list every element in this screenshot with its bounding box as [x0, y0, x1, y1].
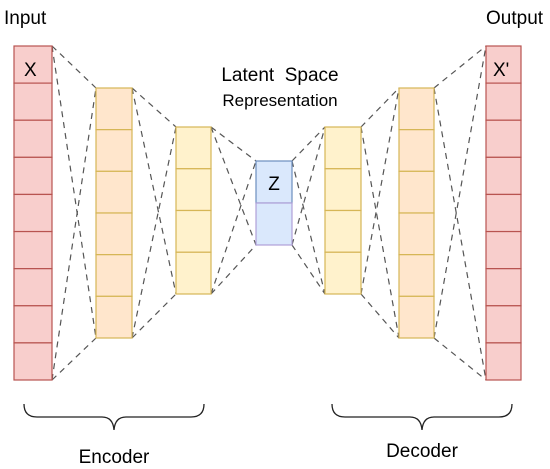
- connector-line: [51, 45, 97, 89]
- input-cell: [13, 305, 53, 344]
- connector-line: [291, 126, 326, 246]
- input-label: Input: [4, 8, 47, 29]
- output-cell: [485, 268, 522, 307]
- decoder-hidden-2-cell: [398, 129, 435, 172]
- latent-layer: [255, 160, 293, 246]
- input-cell: [13, 156, 53, 196]
- connector-line: [433, 87, 487, 381]
- decoder-hidden-1-cell: [324, 251, 362, 295]
- decoder-hidden-2-cell: [398, 212, 435, 256]
- encoder-hidden-2-cell: [175, 209, 212, 253]
- connector-line: [131, 87, 177, 128]
- encoder-brace: [23, 403, 205, 431]
- connector-line: [51, 337, 97, 381]
- connector-line: [433, 45, 487, 339]
- connector-line: [51, 87, 97, 381]
- decoder-hidden-1-cell: [324, 168, 362, 212]
- latent-space-title: Latent Space: [221, 65, 338, 86]
- input-cell: [13, 119, 53, 158]
- decoder-hidden-layer-2: [398, 87, 435, 339]
- input-cell: [13, 268, 53, 307]
- output-cell: [485, 230, 522, 270]
- connector-lines: [51, 45, 487, 381]
- encoder-hidden-2-cell: [175, 251, 212, 295]
- input-layer: [13, 45, 53, 381]
- encoder-hidden-1-cell: [95, 212, 133, 256]
- decoder-hidden-1-cell: [324, 126, 362, 170]
- connector-line: [433, 337, 487, 381]
- encoder-hidden-1-cell: [95, 87, 133, 131]
- z-label: Z: [268, 174, 280, 195]
- connector-line: [360, 87, 400, 295]
- decoder-hidden-2-cell: [398, 170, 435, 214]
- output-cell: [485, 119, 522, 158]
- output-cell: [485, 305, 522, 344]
- encoder-hidden-2-cell: [175, 168, 212, 212]
- encoder-hidden-1-cell: [95, 295, 133, 339]
- connector-line: [291, 244, 326, 295]
- input-cell: [13, 193, 53, 233]
- decoder-hidden-layer-1: [324, 126, 362, 295]
- encoder-label: Encoder: [79, 447, 150, 468]
- output-cell: [485, 193, 522, 233]
- decoder-brace: [331, 403, 513, 431]
- connector-line: [360, 126, 400, 339]
- latent-cell: [255, 202, 293, 246]
- input-cell: [13, 342, 53, 381]
- connector-line: [433, 45, 487, 89]
- x-label: X: [24, 60, 37, 81]
- decoder-label: Decoder: [386, 441, 458, 462]
- encoder-hidden-1-cell: [95, 254, 133, 297]
- encoder-hidden-layer-2: [175, 126, 212, 295]
- output-cell: [485, 342, 522, 381]
- connector-line: [360, 87, 400, 128]
- encoder-hidden-1-cell: [95, 129, 133, 172]
- input-cell: [13, 230, 53, 270]
- output-layer: [485, 45, 522, 381]
- x-prime-label: X': [493, 60, 509, 81]
- decoder-hidden-2-cell: [398, 87, 435, 131]
- connector-line: [360, 293, 400, 339]
- encoder-hidden-2-cell: [175, 126, 212, 170]
- connector-line: [210, 244, 257, 295]
- connector-line: [291, 126, 326, 162]
- connector-line: [131, 293, 177, 339]
- connector-line: [291, 160, 326, 295]
- decoder-hidden-2-cell: [398, 254, 435, 297]
- latent-cell: [255, 160, 293, 204]
- connector-line: [210, 126, 257, 162]
- output-cell: [485, 156, 522, 196]
- encoder-hidden-layer-1: [95, 87, 133, 339]
- decoder-hidden-2-cell: [398, 295, 435, 339]
- output-label: Output: [486, 8, 544, 29]
- latent-space-subtitle: Representation: [222, 91, 337, 110]
- connector-line: [51, 45, 97, 339]
- output-cell: [485, 82, 522, 121]
- input-cell: [13, 45, 53, 84]
- encoder-hidden-1-cell: [95, 170, 133, 214]
- decoder-hidden-1-cell: [324, 209, 362, 253]
- connector-line: [131, 87, 177, 295]
- output-cell: [485, 45, 522, 84]
- input-cell: [13, 82, 53, 121]
- connector-line: [210, 160, 257, 295]
- connector-line: [131, 126, 177, 339]
